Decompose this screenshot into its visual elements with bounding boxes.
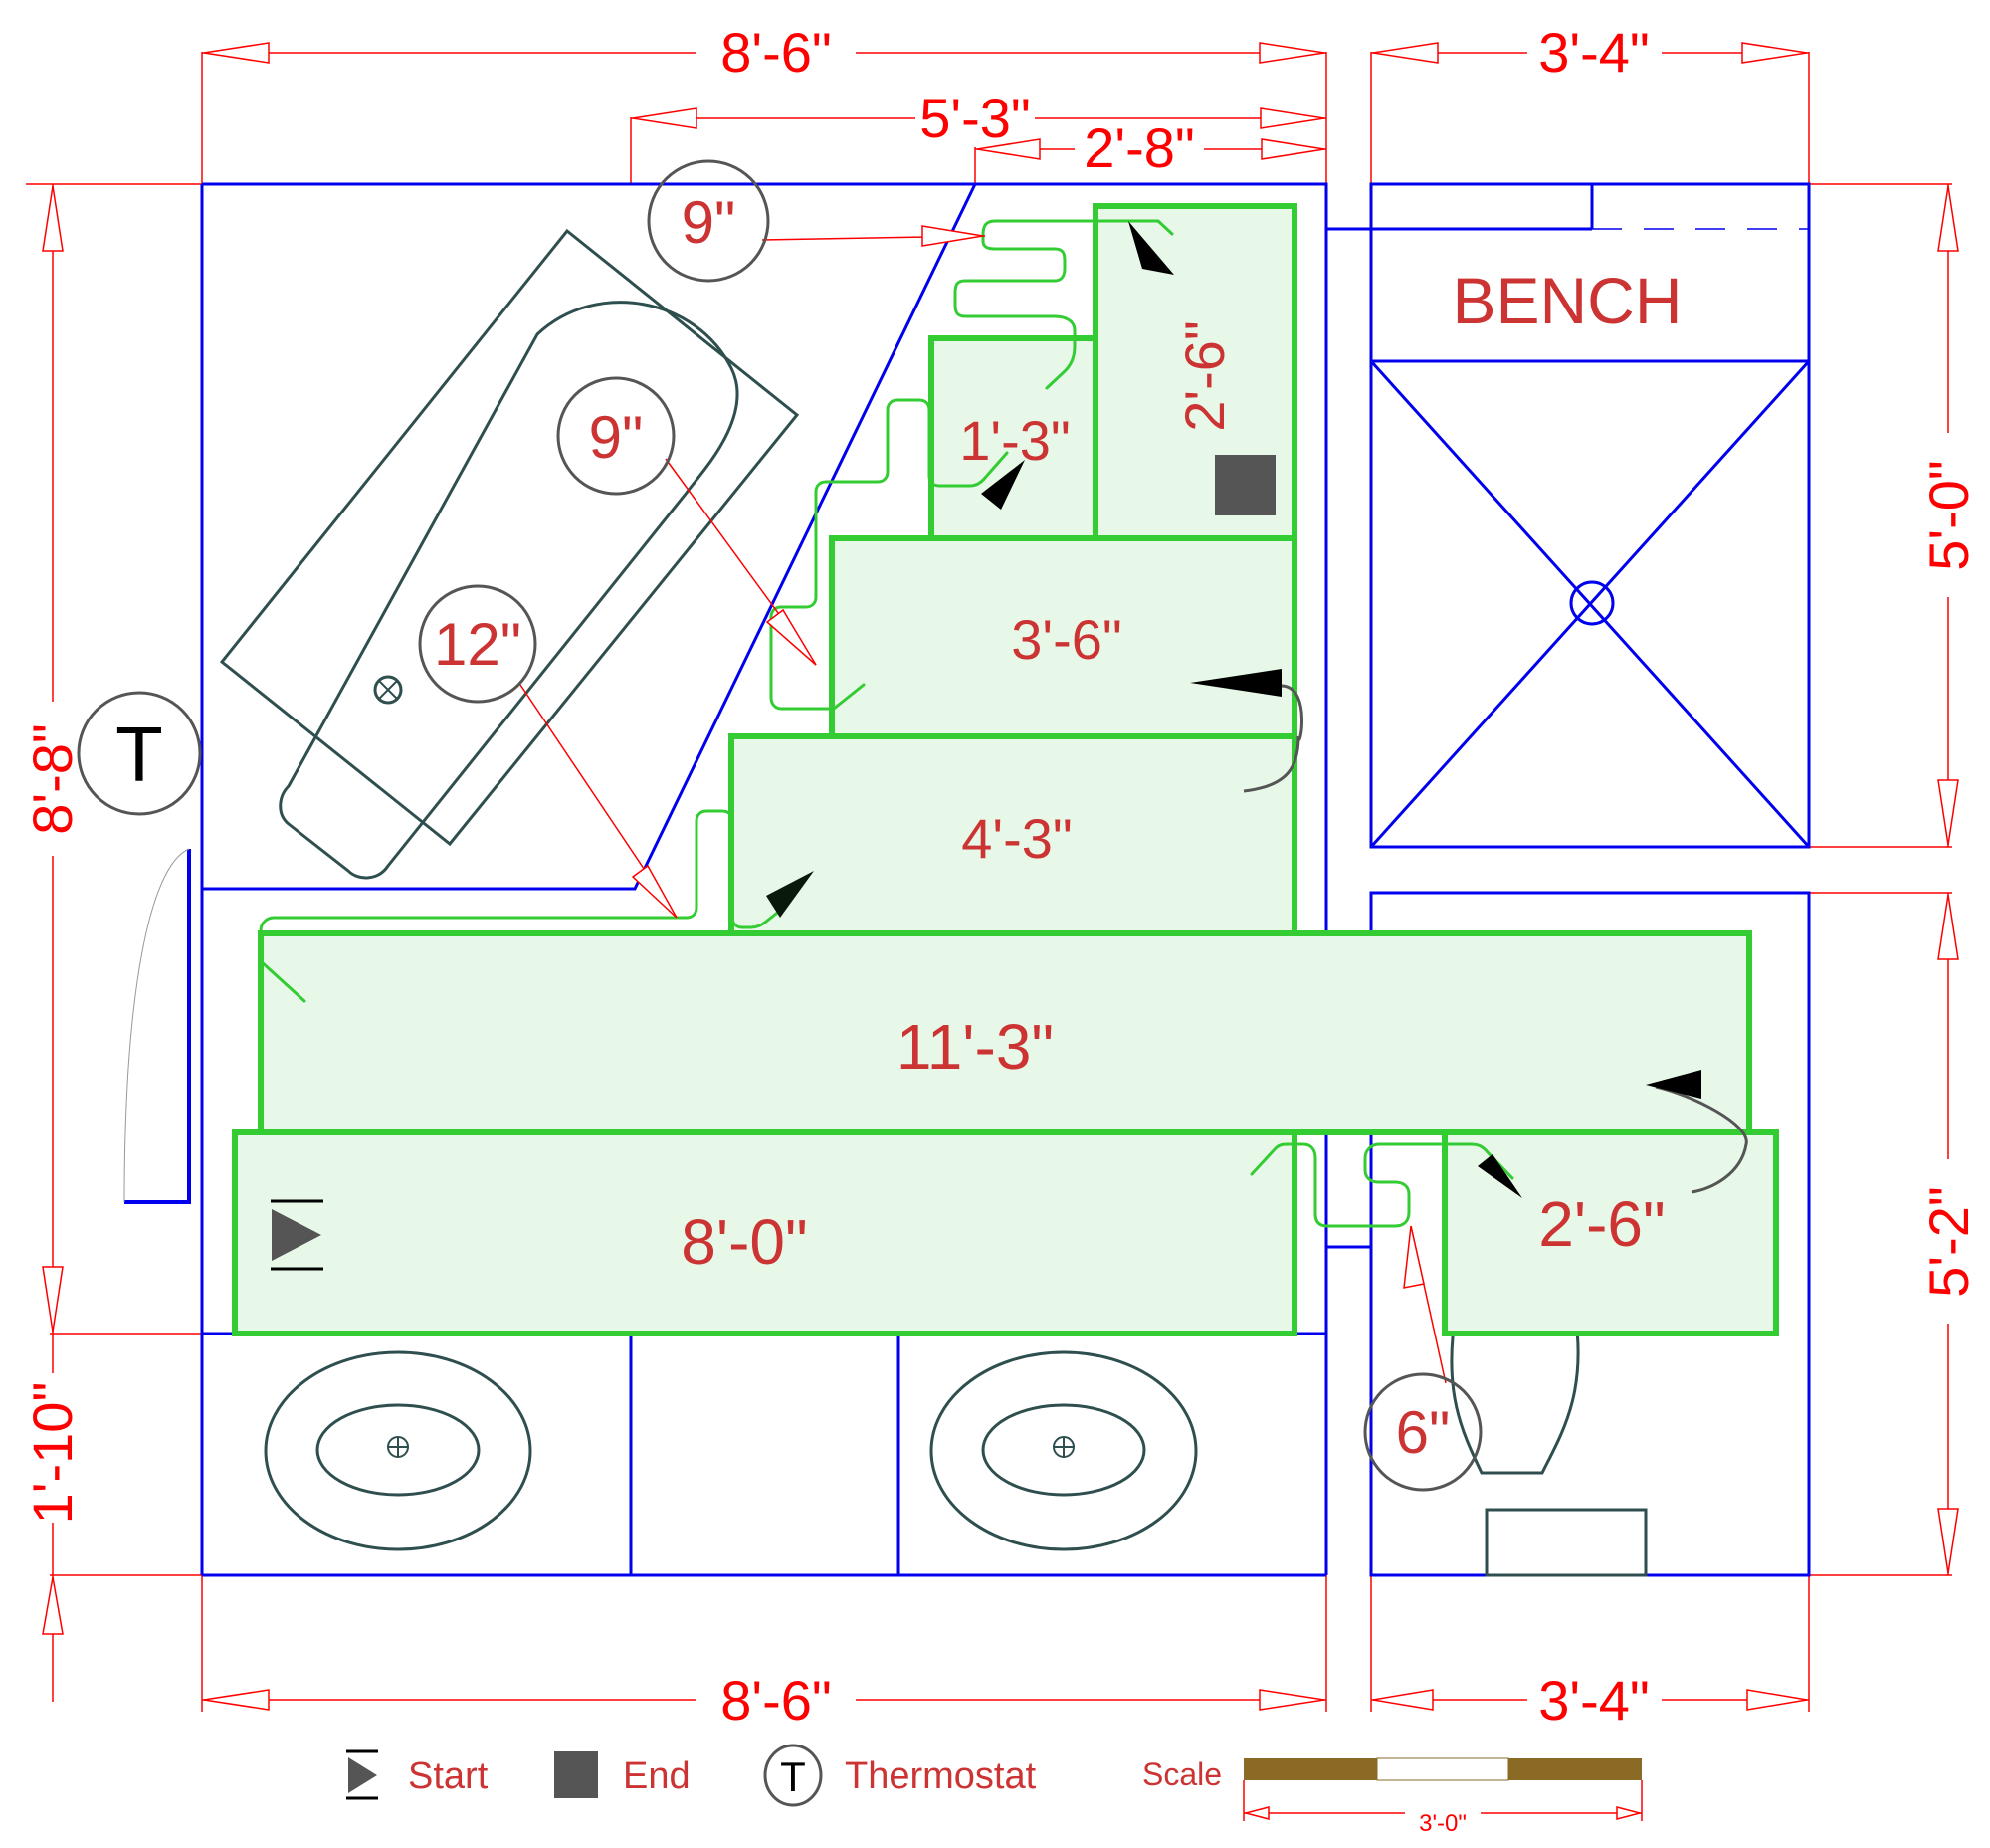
direction-arrow-icon [766, 871, 814, 918]
mat-label: 3'-6" [1011, 608, 1122, 671]
legend-thermostat-icon: T [763, 1744, 823, 1807]
mat-label: 1'-3" [959, 409, 1071, 472]
legend-end-icon [554, 1751, 598, 1798]
direction-arrow-icon [1478, 1154, 1522, 1198]
svg-text:12": 12" [434, 611, 521, 678]
walls [123, 182, 1811, 1577]
legend-start-icon [346, 1749, 378, 1800]
thermostat-icon: T [77, 691, 202, 816]
callout-spacing-tub: 9" [556, 376, 676, 496]
mat-label: 2'-6" [1538, 1188, 1665, 1260]
end-marker-icon [1215, 455, 1276, 515]
start-marker-icon [271, 1199, 323, 1271]
dim-bottom-overall: 8'-6" [720, 1669, 832, 1732]
dim-top-overall: 8'-6" [720, 21, 832, 84]
heating-cable [259, 219, 1514, 1228]
turn-indicators [1243, 684, 1748, 1194]
mat-label: 11'-3" [896, 1011, 1054, 1083]
svg-text:T: T [780, 1753, 806, 1800]
dim-right-lower: 5'-2" [1917, 1186, 1980, 1298]
mat-3-6 [829, 535, 1297, 739]
callout-spacing-tub-drain: 12" [418, 584, 537, 704]
scale-dimension: 3'-0" [1419, 1810, 1467, 1837]
svg-text:T: T [115, 711, 163, 798]
mat-label: 2'-6" [1173, 320, 1236, 432]
dim-top-mid: 5'-3" [919, 87, 1031, 149]
bathtub [219, 228, 800, 880]
callout-spacing-top: 9" [647, 159, 770, 283]
mat-8-0 [232, 1129, 1297, 1336]
sink-left [264, 1350, 532, 1551]
callout-leaders [519, 225, 1447, 1384]
shower-drain-icon [1569, 580, 1615, 626]
direction-arrow-icon [1190, 669, 1282, 697]
direction-arrow-icon [1128, 221, 1174, 275]
dim-bottom-right: 3'-4" [1538, 1669, 1650, 1732]
dimension-lines [26, 42, 1959, 1712]
legend-scale-label: Scale [1142, 1756, 1222, 1792]
mat-label: 4'-3" [961, 807, 1073, 870]
scale-bar [1243, 1757, 1643, 1821]
svg-text:9": 9" [589, 404, 644, 471]
dim-top-inner: 2'-8" [1084, 116, 1195, 179]
dim-left-lower: 1'-10" [21, 1382, 84, 1525]
heating-mats [232, 203, 1779, 1336]
dim-right-upper: 5'-0" [1917, 460, 1980, 571]
legend: Start End T Thermostat 3'-0" Scale 3'-0" [346, 1744, 1643, 1837]
legend-end-label: End [623, 1755, 691, 1797]
mat-label: 8'-0" [681, 1206, 807, 1278]
svg-text:6": 6" [1396, 1399, 1451, 1466]
bench-label: BENCH [1452, 264, 1682, 337]
direction-arrow-icon [981, 460, 1025, 510]
sink-right [929, 1350, 1198, 1551]
legend-start-label: Start [408, 1755, 489, 1797]
legend-thermostat-label: Thermostat [845, 1755, 1037, 1797]
svg-text:9": 9" [682, 189, 736, 256]
direction-arrows [766, 221, 1701, 1198]
dim-top-right: 3'-4" [1538, 21, 1650, 84]
tub-drain-icon [373, 675, 403, 705]
dim-left-overall: 8'-8" [21, 723, 84, 835]
callout-spacing-toilet: 6" [1363, 1372, 1483, 1492]
direction-arrow-icon [1646, 1070, 1701, 1099]
